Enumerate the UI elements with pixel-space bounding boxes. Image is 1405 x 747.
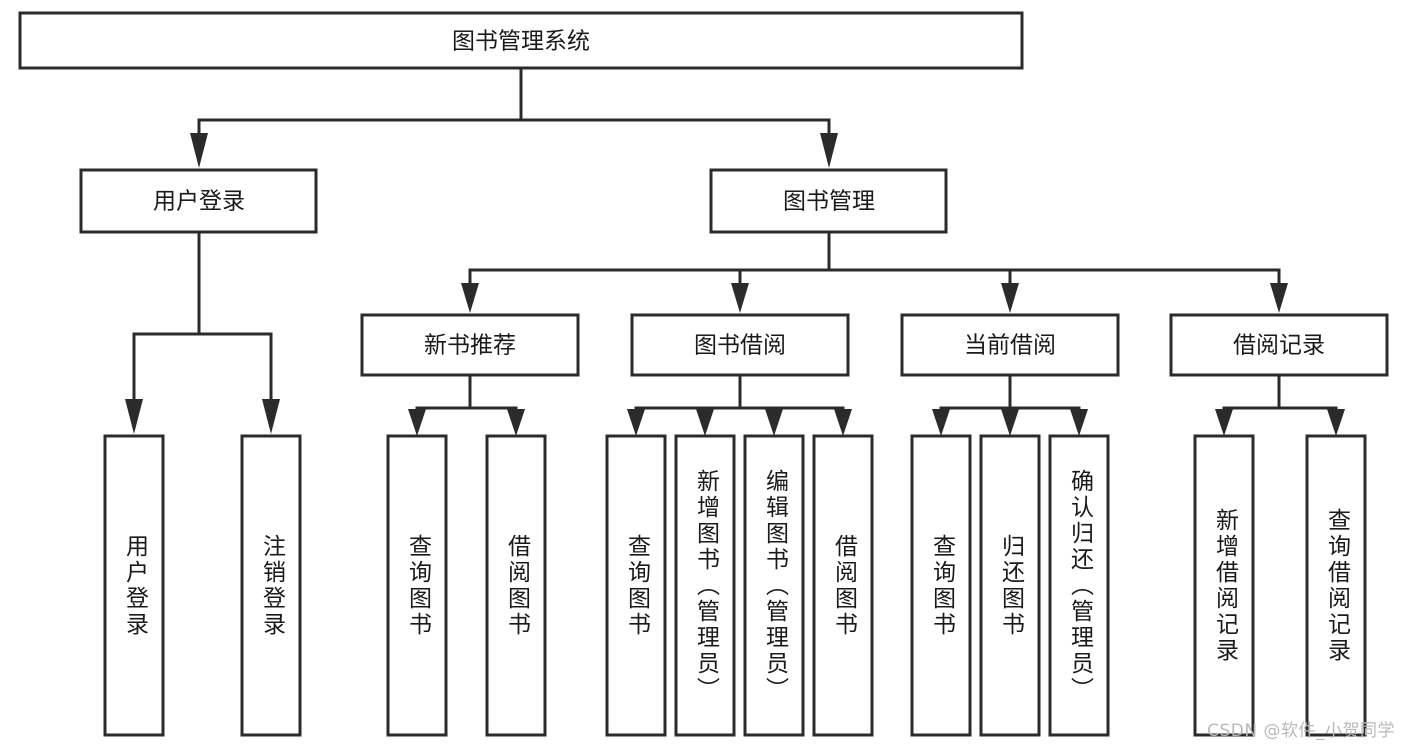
arrow-to-current-borrow	[1001, 283, 1019, 313]
arrow-leaf-user-login-1	[125, 399, 143, 434]
leaf-box-book-borrow-3[interactable]	[743, 434, 805, 737]
arrow-leaf-book-borrow-2	[696, 409, 714, 436]
node-book-borrow[interactable]: 图书借阅	[630, 313, 850, 377]
node-borrow-records-box[interactable]	[1169, 313, 1389, 377]
node-root-box[interactable]	[18, 11, 1024, 70]
node-current-borrow-box[interactable]	[900, 313, 1120, 377]
node-current-borrow[interactable]: 当前借阅	[900, 313, 1120, 377]
leaf-box-borrow-records-1[interactable]	[1193, 434, 1255, 737]
csdn-watermark: CSDN @软件_小贺同学	[1207, 721, 1395, 741]
arrow-to-new-book	[461, 283, 479, 313]
leaf-box-book-borrow-1[interactable]	[605, 434, 667, 737]
arrow-leaf-book-borrow-4	[834, 409, 852, 436]
leaf-box-new-book-1[interactable]	[386, 434, 448, 737]
node-new-book-recommend[interactable]: 新书推荐	[360, 313, 580, 377]
node-root-label: 图书管理系统	[452, 29, 590, 55]
arrow-leaf-current-borrow-3	[1070, 409, 1088, 436]
node-user-login-label: 用户登录	[153, 189, 245, 215]
arrow-leaf-book-borrow-1	[627, 409, 645, 436]
leaf-box-user-login-1[interactable]	[103, 434, 165, 737]
arrow-leaf-borrow-records-2	[1327, 409, 1345, 436]
leaf-box-current-borrow-3[interactable]	[1048, 434, 1110, 737]
arrow-to-book-borrow	[731, 283, 749, 313]
node-new-book-recommend-box[interactable]	[360, 313, 580, 377]
arrow-leaf-current-borrow-1	[932, 409, 950, 436]
node-root[interactable]: 图书管理系统	[18, 11, 1024, 70]
leaf-box-current-borrow-2[interactable]	[979, 434, 1041, 737]
leaf-box-new-book-2[interactable]	[485, 434, 547, 737]
leaf-box-current-borrow-1[interactable]	[910, 434, 972, 737]
node-book-manage-label: 图书管理	[783, 189, 875, 215]
node-book-manage[interactable]: 图书管理	[709, 168, 948, 234]
node-book-borrow-box[interactable]	[630, 313, 850, 377]
leaf-box-book-borrow-2[interactable]	[674, 434, 736, 737]
leaf-box-borrow-records-2[interactable]	[1305, 434, 1367, 737]
arrow-to-user-login	[190, 133, 208, 168]
node-user-login[interactable]: 用户登录	[79, 168, 318, 234]
node-current-borrow-label: 当前借阅	[964, 333, 1056, 359]
node-borrow-records[interactable]: 借阅记录	[1169, 313, 1389, 377]
node-borrow-records-label: 借阅记录	[1233, 333, 1325, 359]
arrow-to-book-manage	[820, 133, 838, 168]
arrow-leaf-borrow-records-1	[1215, 409, 1233, 436]
arrow-leaf-new-book-2	[507, 409, 525, 436]
arrow-leaf-user-login-2	[262, 399, 280, 434]
arrow-leaf-book-borrow-3	[765, 409, 783, 436]
node-user-login-box[interactable]	[79, 168, 318, 234]
node-new-book-recommend-label: 新书推荐	[424, 333, 516, 359]
node-book-borrow-label: 图书借阅	[694, 333, 786, 359]
arrow-leaf-current-borrow-2	[1001, 409, 1019, 436]
leaf-box-book-borrow-4[interactable]	[812, 434, 874, 737]
arrow-to-borrow-records	[1270, 283, 1288, 313]
arrow-leaf-new-book-1	[408, 409, 426, 436]
leaf-box-user-login-2[interactable]	[240, 434, 302, 737]
node-book-manage-box[interactable]	[709, 168, 948, 234]
connectors-group	[125, 66, 1345, 436]
